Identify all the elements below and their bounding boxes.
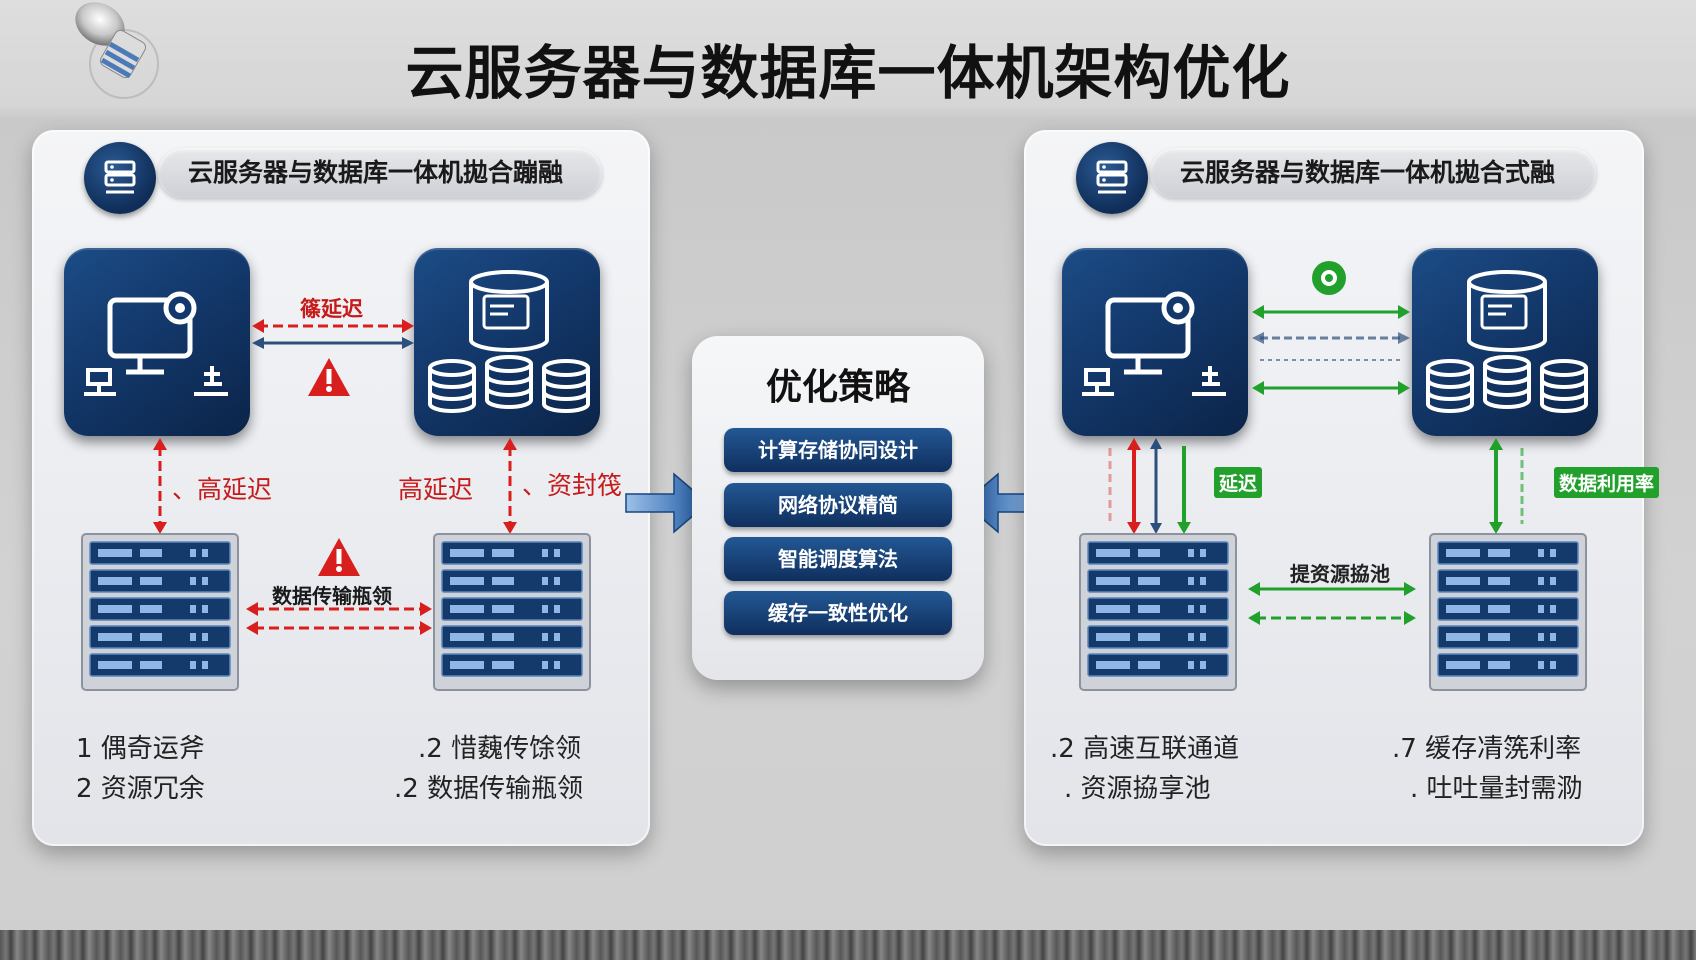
left-bottom-link-arrows — [246, 602, 432, 635]
server-rack-icon — [81, 533, 239, 691]
database-node — [1412, 248, 1598, 436]
left-panel-header-text: 云服务器与数据库一体机拋合蹦融 — [188, 158, 564, 187]
right-panel-header: 云服务器与数据库一体机拋合式融 — [1150, 148, 1596, 198]
right-bullet-4: . 吐吐量封需泐 — [1410, 774, 1583, 804]
server-header-icon — [1076, 142, 1148, 214]
server-rack-icon — [433, 533, 591, 691]
left-bullet-1: 1 偶奇运斧 — [76, 734, 205, 764]
right-top-link-arrows — [1252, 305, 1410, 395]
right-vertical-label-a: 高延迟 — [398, 475, 474, 504]
strategy-title: 优化策略 — [765, 367, 910, 408]
left-bullet-3: .2 惜蘶传馀领 — [418, 734, 582, 764]
strategy-item-1: 计算存储协同设计 — [724, 428, 952, 472]
warning-icon — [308, 358, 350, 396]
right-bullet-1: .2 高速互联通道 — [1050, 734, 1240, 764]
strategy-item-2: 网络协议精简 — [724, 483, 952, 527]
right-bottom-link-label: 提资源拹池 — [1290, 562, 1390, 586]
right-bottom-link-arrows — [1248, 582, 1416, 625]
right-vertical-label-b: 、资封筏 — [522, 471, 623, 500]
server-header-icon — [84, 142, 156, 214]
monitor-gear-icon — [84, 291, 228, 396]
right-bullet-3: .7 缓存凊箲利率 — [1392, 734, 1582, 764]
database-cylinders-icon — [428, 270, 590, 413]
right-panel-header-text: 云服务器与数据库一体机拋合式融 — [1180, 158, 1556, 187]
left-flow-arrow — [625, 472, 710, 534]
left-vertical-link-arrow — [153, 438, 167, 534]
strategy-item-3: 智能调度算法 — [724, 537, 952, 581]
strategy-item-4: 缓存一致性优化 — [724, 591, 952, 635]
server-rack-icon — [1079, 533, 1237, 691]
right-vertical-link-arrows — [1489, 438, 1524, 534]
bottom-decorative-strip — [0, 930, 1696, 960]
compute-node — [1062, 248, 1248, 436]
left-panel-header: 云服务器与数据库一体机拋合蹦融 — [158, 148, 602, 198]
right-vertical-link-arrow — [503, 438, 517, 534]
optimization-strategy-panel: 优化策略 计算存储协同设计 网络协议精简 智能调度算法 缓存一致性优化 — [692, 336, 984, 680]
database-node — [414, 248, 600, 436]
warning-icon — [318, 538, 360, 576]
left-top-link-label: 篠延迟 — [300, 297, 363, 321]
left-vertical-label: 、高延迟 — [172, 475, 273, 504]
left-vertical-link-arrows — [1108, 438, 1191, 534]
left-bottom-link-label: 数据传输瓶领 — [272, 584, 392, 608]
right-bullet-2: . 资源拹享池 — [1064, 774, 1211, 804]
ok-status-icon — [1312, 261, 1346, 295]
data-utilization-tag: 数据利用率 — [1554, 467, 1660, 498]
left-bullet-4: .2 数据传输瓶领 — [394, 774, 584, 804]
left-top-link-arrows — [252, 319, 414, 349]
light-bulb-icon — [75, 2, 159, 99]
compute-node — [64, 248, 250, 436]
page-title: 云服务器与数据库一体机架构优化 — [405, 39, 1291, 107]
monitor-gear-icon — [1082, 291, 1226, 396]
left-bullet-2: 2 资源冗余 — [76, 774, 205, 804]
latency-tag: 延迟 — [1214, 467, 1263, 498]
database-cylinders-icon — [1426, 270, 1588, 413]
server-rack-icon — [1429, 533, 1587, 691]
